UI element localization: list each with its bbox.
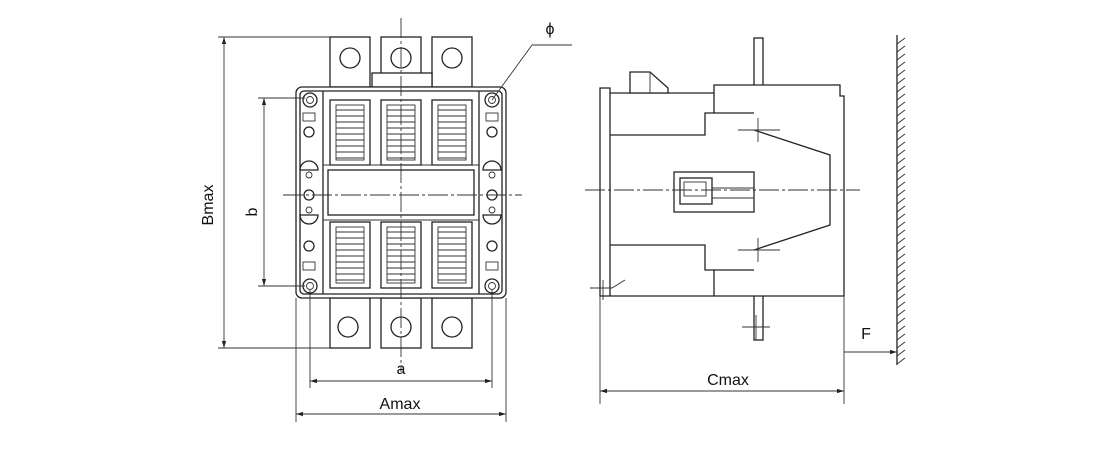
wall-hatch-line [896, 125, 906, 133]
wall-hatch-line [896, 285, 906, 293]
wall-hatch-line [896, 173, 906, 181]
grill-box [431, 99, 473, 166]
wall-hatch-line [896, 61, 906, 69]
wall-hatch-line [896, 101, 906, 109]
wall-hatch-line [896, 69, 906, 77]
bmax-label: Bmax [200, 185, 217, 226]
top-terminals [329, 36, 473, 88]
wall-hatch-line [896, 85, 906, 93]
wall-hatch-line [896, 325, 906, 333]
f-label: F [861, 326, 871, 343]
mounting-wall [896, 35, 906, 365]
grill-box [329, 221, 371, 289]
wall-hatch-line [896, 157, 906, 165]
wall-hatch-line [896, 349, 906, 357]
wall-hatch-line [896, 93, 906, 101]
wall-hatch-line [896, 261, 906, 269]
cmax-label: Cmax [707, 372, 749, 389]
a-label: a [397, 361, 406, 378]
amax-label: Amax [380, 396, 421, 413]
wall-hatch-line [896, 37, 906, 45]
wall-hatch-line [896, 269, 906, 277]
wall-hatch-line [896, 277, 906, 285]
wall-hatch-line [896, 229, 906, 237]
phi-label: ϕ [546, 21, 555, 38]
wall-hatch-line [896, 341, 906, 349]
wall-hatch-line [896, 109, 906, 117]
wall-hatch-line [896, 317, 906, 325]
dim-cmax [599, 296, 845, 404]
wall-hatch-line [896, 245, 906, 253]
grill-inner [437, 226, 467, 284]
dim-b [258, 97, 305, 287]
dim-a [309, 290, 493, 388]
grill-box [431, 221, 473, 289]
mounting-holes [302, 92, 500, 294]
grill-box [329, 99, 371, 166]
wall-hatch-line [896, 237, 906, 245]
wall-hatch-line [896, 141, 906, 149]
b-label: b [244, 207, 261, 216]
wall-hatch-line [896, 309, 906, 317]
wall-hatch-line [896, 301, 906, 309]
wall-hatch-line [896, 221, 906, 229]
grill-inner [437, 104, 467, 161]
dim-amax [295, 298, 507, 422]
wall-hatch-line [896, 357, 906, 365]
dim-bmax [218, 36, 330, 349]
dim-phi-leader [491, 44, 572, 101]
wall-hatch-line [896, 189, 906, 197]
wall-hatch-line [896, 181, 906, 189]
wall-hatch-line [896, 197, 906, 205]
wall-hatch-line [896, 149, 906, 157]
wall-hatch-line [896, 117, 906, 125]
grill-inner [335, 226, 365, 284]
side-view [585, 37, 860, 341]
wall-hatch-line [896, 213, 906, 221]
front-centerlines [283, 18, 522, 372]
grill-inner [335, 104, 365, 161]
wall-hatch-line [896, 205, 906, 213]
wall-hatch-line [896, 77, 906, 85]
wall-hatch-line [896, 293, 906, 301]
wall-hatch-line [896, 333, 906, 341]
bottom-terminals [329, 297, 473, 349]
wall-hatch-line [896, 133, 906, 141]
wall-hatch-line [896, 45, 906, 53]
wall-hatch-line [896, 53, 906, 61]
wall-hatch-line [896, 165, 906, 173]
side-holes [299, 112, 502, 271]
wall-hatch-line [896, 253, 906, 261]
